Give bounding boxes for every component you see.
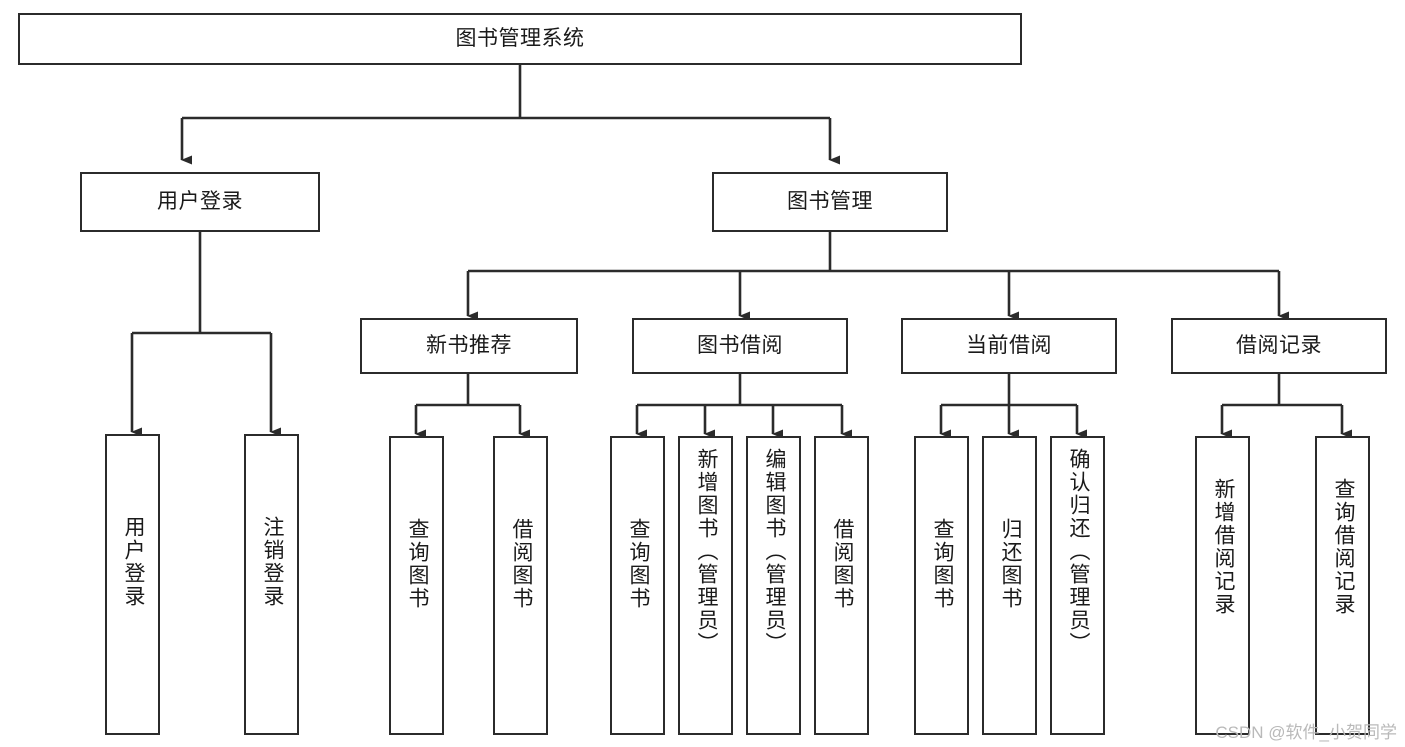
leaf-add-borrow-record[interactable]: 新增借阅记录: [1195, 436, 1250, 735]
leaf-query-book-current[interactable]: 查询图书: [914, 436, 969, 735]
node-label: 新增借阅记录: [1211, 478, 1235, 616]
node-new-book-recommend[interactable]: 新书推荐: [360, 318, 578, 374]
node-user-login[interactable]: 用户登录: [80, 172, 320, 232]
node-borrow-record[interactable]: 借阅记录: [1171, 318, 1387, 374]
node-label: 当前借阅: [966, 334, 1052, 358]
node-label: 用户登录: [121, 516, 145, 608]
leaf-user-login[interactable]: 用户登录: [105, 434, 160, 735]
node-root-book-management-system[interactable]: 图书管理系统: [18, 13, 1022, 65]
node-label: 借阅图书: [830, 518, 854, 610]
leaf-borrow-book-borrow[interactable]: 借阅图书: [814, 436, 869, 735]
leaf-borrow-book-new-recommend[interactable]: 借阅图书: [493, 436, 548, 735]
leaf-add-book-admin[interactable]: 新增图书（管理员）: [678, 436, 733, 735]
node-label: 查询图书: [405, 518, 429, 610]
node-label: 新书推荐: [426, 334, 512, 358]
node-label: 确认归还（管理员）: [1066, 448, 1090, 655]
leaf-edit-book-admin[interactable]: 编辑图书（管理员）: [746, 436, 801, 735]
node-label: 注销登录: [260, 516, 284, 608]
node-label: 图书借阅: [697, 334, 783, 358]
node-label: 查询图书: [626, 518, 650, 610]
leaf-query-borrow-record[interactable]: 查询借阅记录: [1315, 436, 1370, 735]
node-label: 图书管理: [787, 190, 873, 214]
node-book-borrow[interactable]: 图书借阅: [632, 318, 848, 374]
node-label: 借阅记录: [1236, 334, 1322, 358]
node-label: 用户登录: [157, 190, 243, 214]
leaf-query-book-new-recommend[interactable]: 查询图书: [389, 436, 444, 735]
node-label: 借阅图书: [509, 518, 533, 610]
leaf-query-book-borrow[interactable]: 查询图书: [610, 436, 665, 735]
node-book-management[interactable]: 图书管理: [712, 172, 948, 232]
node-label: 查询图书: [930, 518, 954, 610]
node-label: 图书管理系统: [455, 27, 585, 51]
leaf-confirm-return-admin[interactable]: 确认归还（管理员）: [1050, 436, 1105, 735]
leaf-logout-login[interactable]: 注销登录: [244, 434, 299, 735]
leaf-return-book[interactable]: 归还图书: [982, 436, 1037, 735]
node-label: 查询借阅记录: [1331, 478, 1355, 616]
node-current-borrow[interactable]: 当前借阅: [901, 318, 1117, 374]
node-label: 新增图书（管理员）: [694, 448, 718, 655]
node-label: 编辑图书（管理员）: [762, 448, 786, 655]
node-label: 归还图书: [998, 518, 1022, 610]
csdn-watermark: CSDN @软件_小贺同学: [1215, 723, 1397, 742]
